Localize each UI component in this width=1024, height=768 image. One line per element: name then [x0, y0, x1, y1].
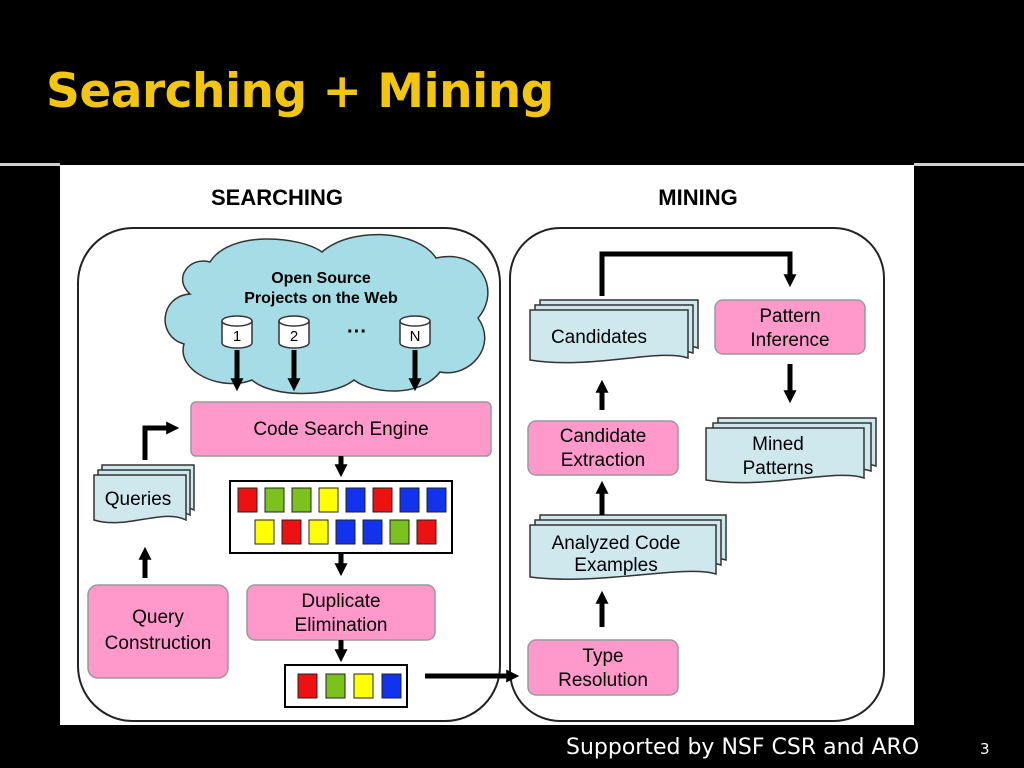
result-row-2	[254, 519, 437, 545]
candidate-extraction-box	[527, 420, 679, 476]
analyzed-code-examples-stack: Analyzed Code Examples	[529, 514, 727, 580]
candidate-extraction-label-line1: Candidate	[560, 426, 647, 447]
analyzed-code-examples-label-line2: Examples	[574, 555, 657, 576]
analyzed-code-examples-label-line1: Analyzed Code	[552, 533, 681, 554]
arrow-candidates-pattern	[599, 251, 797, 296]
arrow-queries-engine	[142, 421, 180, 460]
mined-patterns-label-line2: Patterns	[743, 458, 814, 479]
result-row1-red-square	[372, 487, 393, 513]
result-row2-red-square	[281, 519, 302, 545]
result-row1-yellow-square	[318, 487, 339, 513]
queries-stack: Queries	[93, 464, 195, 524]
repo-2: 2	[278, 315, 310, 349]
result-row2-yellow-square	[308, 519, 329, 545]
result-row1-green-square	[291, 487, 312, 513]
result-row1-blue-square	[426, 487, 447, 513]
repo-ellipsis: ···	[347, 321, 367, 343]
repo-2-label: 2	[290, 328, 298, 345]
repo-1-label: 1	[233, 328, 241, 345]
mined-patterns-label-line1: Mined	[752, 434, 804, 455]
dedup-red-square	[297, 673, 318, 699]
searching-heading: SEARCHING	[211, 185, 343, 210]
result-row1-green-square	[264, 487, 285, 513]
repo-n-label: N	[410, 328, 421, 345]
result-row1-blue-square	[399, 487, 420, 513]
repo-n: N	[399, 315, 431, 349]
repo-1: 1	[221, 315, 253, 349]
type-resolution-label-line1: Type	[582, 646, 623, 667]
cloud-label-line1: Open Source	[271, 270, 371, 287]
dedup-yellow-square	[353, 673, 374, 699]
code-search-engine-label: Code Search Engine	[253, 419, 428, 440]
mined-patterns-stack: Mined Patterns	[705, 417, 877, 484]
page-number: 3	[980, 740, 990, 758]
candidates-stack: Candidates	[529, 299, 699, 364]
duplicate-elimination-label-line2: Elimination	[295, 615, 388, 636]
query-construction-label-line2: Construction	[105, 633, 212, 654]
candidate-extraction-label-line2: Extraction	[561, 450, 645, 471]
result-row1-red-square	[237, 487, 258, 513]
type-resolution-label-line2: Resolution	[558, 670, 648, 691]
duplicate-elimination-label-line1: Duplicate	[301, 591, 380, 612]
result-row2-yellow-square	[254, 519, 275, 545]
footer-credit: Supported by NSF CSR and ARO	[566, 735, 920, 760]
open-source-cloud	[164, 233, 489, 395]
result-row2-blue-square	[362, 519, 383, 545]
dedup-green-square	[325, 673, 346, 699]
cloud-label-line2: Projects on the Web	[244, 290, 398, 307]
result-row2-green-square	[389, 519, 410, 545]
result-row1-blue-square	[345, 487, 366, 513]
result-row2-red-square	[416, 519, 437, 545]
query-construction-box	[87, 584, 229, 679]
query-construction-label-line1: Query	[132, 607, 184, 628]
slide-title: Searching + Mining	[46, 64, 554, 119]
mining-heading: MINING	[658, 185, 737, 210]
candidates-label: Candidates	[551, 327, 647, 348]
searching-container	[77, 227, 501, 722]
pattern-inference-box	[714, 299, 866, 355]
queries-label: Queries	[105, 489, 172, 510]
deduplicated-row	[297, 673, 402, 699]
title-rule-left	[0, 163, 60, 166]
result-row-1	[237, 487, 447, 513]
pattern-inference-label-line1: Pattern	[759, 306, 820, 327]
result-row2-blue-square	[335, 519, 356, 545]
title-rule-right	[914, 163, 1024, 166]
mining-container	[509, 227, 885, 722]
type-resolution-box	[527, 639, 679, 696]
pattern-inference-label-line2: Inference	[750, 330, 829, 351]
dedup-blue-square	[381, 673, 402, 699]
